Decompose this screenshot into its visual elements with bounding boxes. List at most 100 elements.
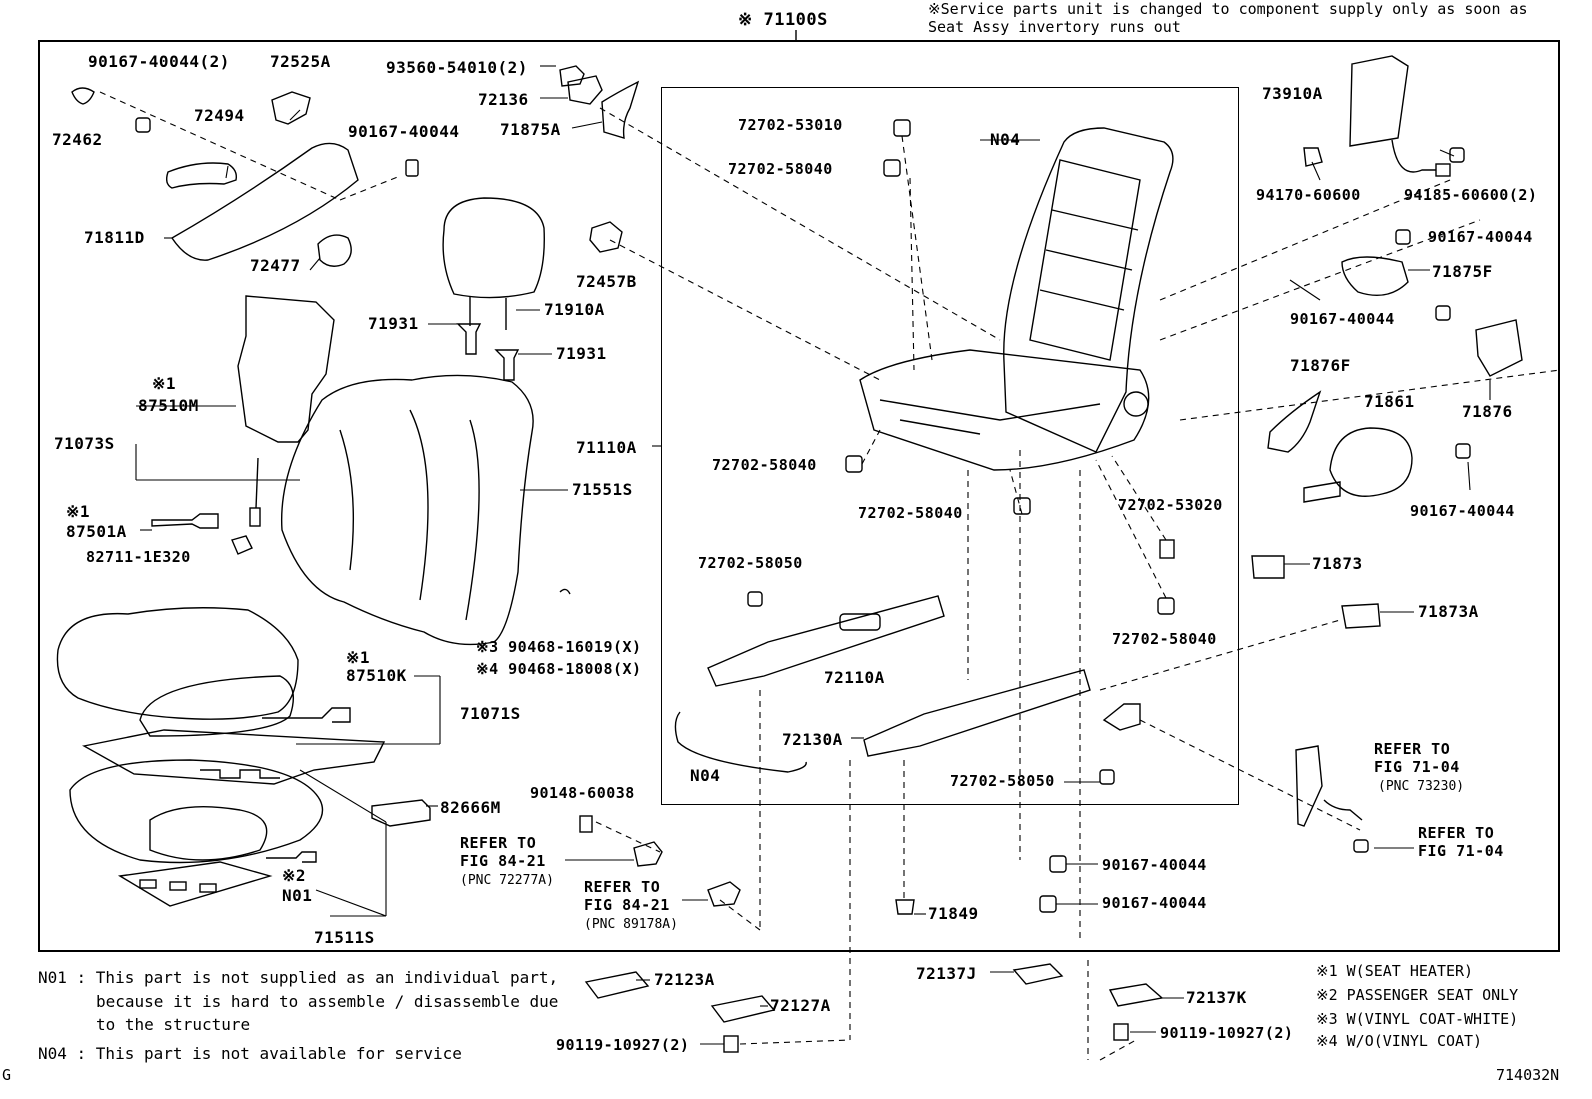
cap-72462 <box>71 87 95 105</box>
clip-82666M <box>371 799 431 827</box>
mat-N01 <box>117 861 273 907</box>
guide-71931-a <box>456 323 482 355</box>
note-mark: ※2 <box>282 866 307 885</box>
cover-72137J <box>1012 963 1064 985</box>
cover-72123A <box>584 971 650 999</box>
part-label: 71910A <box>544 300 605 319</box>
note-mark: ※1 <box>66 502 91 521</box>
part-label: 71110A <box>576 438 637 457</box>
bolt-90167-d <box>1039 895 1057 913</box>
part-label: 94170-60600 <box>1256 186 1361 204</box>
part-label: 72127A <box>770 996 831 1015</box>
part-label: 90148-60038 <box>530 784 635 802</box>
part-label: 72137J <box>916 964 977 983</box>
clip-82711 <box>231 535 253 555</box>
connector-72277A <box>633 841 663 867</box>
reference-label: REFER TO <box>460 834 537 852</box>
part-label: 72494 <box>194 106 245 125</box>
screw-90119-a <box>723 1035 739 1053</box>
part-label: 90167-40044 <box>1410 502 1515 520</box>
shield-71811D <box>171 142 359 261</box>
reference-pnc: (PNC 72277A) <box>460 873 554 888</box>
part-label: 71073S <box>54 434 115 453</box>
bolt-72702-58040-a <box>883 159 901 177</box>
part-label: 71511S <box>314 928 375 947</box>
reference-pnc: (PNC 89178A) <box>584 917 678 932</box>
part-label: 71873 <box>1312 554 1363 573</box>
part-label: 90167-40044(2) <box>88 52 230 71</box>
nut-94170 <box>1303 147 1323 167</box>
part-label: 94185-60600(2) <box>1404 186 1538 204</box>
knob-72477 <box>317 234 352 267</box>
part-label: 72702-58040 <box>712 456 817 474</box>
cover-72127A <box>710 995 776 1023</box>
part-label: 71931 <box>556 344 607 363</box>
heater-87510K <box>82 729 386 785</box>
bolt-72702-58050-b <box>1099 769 1115 785</box>
part-label: 93560-54010(2) <box>386 58 528 77</box>
part-label: ※4 90468-18008(X) <box>476 660 642 678</box>
part-label: 87501A <box>66 522 127 541</box>
part-label: 72123A <box>654 970 715 989</box>
service-note-line1: ※Service parts unit is changed to compon… <box>928 0 1528 18</box>
note-mark: ※1 <box>346 648 371 667</box>
bolt-72702-58040-b <box>845 455 863 473</box>
part-72525A <box>271 91 311 125</box>
reference-label: REFER TO <box>1374 740 1451 758</box>
part-label: 71849 <box>928 904 979 923</box>
legend-4: ※4 W/O(VINYL COAT) <box>1316 1032 1483 1050</box>
bolt-72702-53020 <box>1159 539 1175 559</box>
legend-2: ※2 PASSENGER SEAT ONLY <box>1316 986 1519 1004</box>
cover-71875A <box>601 80 640 139</box>
cushion-cover-71071S <box>56 607 299 720</box>
dashed-leaders <box>99 91 1561 1061</box>
note-mark: ※1 <box>152 374 177 393</box>
reference-label: FIG 84-21 <box>460 852 546 870</box>
reference-label: FIG 84-21 <box>584 896 670 914</box>
part-label: N01 <box>282 886 313 905</box>
part-label: 90167-40044 <box>1290 310 1395 328</box>
cushion-pad-71511S <box>69 759 324 864</box>
clip-71849 <box>895 899 915 915</box>
part-label: 90167-40044 <box>1428 228 1533 246</box>
part-label: 72702-58040 <box>858 504 963 522</box>
part-label: 72702-58040 <box>1112 630 1217 648</box>
part-label: 71071S <box>460 704 521 723</box>
lever-72494 <box>165 162 238 189</box>
buckle-73230 <box>1295 745 1323 827</box>
reference-label: FIG 71-04 <box>1374 758 1460 776</box>
part-label: 71875A <box>500 120 561 139</box>
part-label: 72525A <box>270 52 331 71</box>
back-frame-N04 <box>1003 127 1174 453</box>
bolt-72702-58040-d <box>1157 597 1175 615</box>
bolt-90167-f <box>1435 305 1451 321</box>
bolt-72702-58050-a <box>747 591 763 607</box>
part-label: 90167-40044 <box>1102 894 1207 912</box>
diagram-frame <box>38 40 1560 952</box>
part-label: 72130A <box>782 730 843 749</box>
corner-code-left: G <box>2 1066 12 1084</box>
wire-N04 <box>674 711 807 773</box>
cover-71876F <box>1267 390 1322 453</box>
rail-72110A <box>707 595 945 687</box>
legend-1: ※1 W(SEAT HEATER) <box>1316 962 1474 980</box>
airbag-73910A <box>1349 55 1409 147</box>
part-label: 72702-58050 <box>950 772 1055 790</box>
footnote-n01-line1: N01 : This part is not supplied as an in… <box>38 968 559 987</box>
bolt-90167-e <box>1395 229 1411 245</box>
ring-90468 <box>559 588 571 595</box>
footnote-n01-line3: to the structure <box>96 1015 251 1034</box>
main-part-number: ※ 71100S <box>738 10 828 30</box>
reference-label: REFER TO <box>584 878 661 896</box>
part-label: 72457B <box>576 272 637 291</box>
part-label: 71931 <box>368 314 419 333</box>
part-label: 72702-58040 <box>728 160 833 178</box>
nut-94185 <box>1449 147 1465 163</box>
part-label: 72136 <box>478 90 529 109</box>
reference-pnc: (PNC 73230) <box>1378 779 1465 794</box>
part-label: 72702-53010 <box>738 116 843 134</box>
bracket-71873 <box>1251 555 1285 579</box>
part-label: 71861 <box>1364 392 1415 411</box>
reference-label: REFER TO <box>1418 824 1495 842</box>
